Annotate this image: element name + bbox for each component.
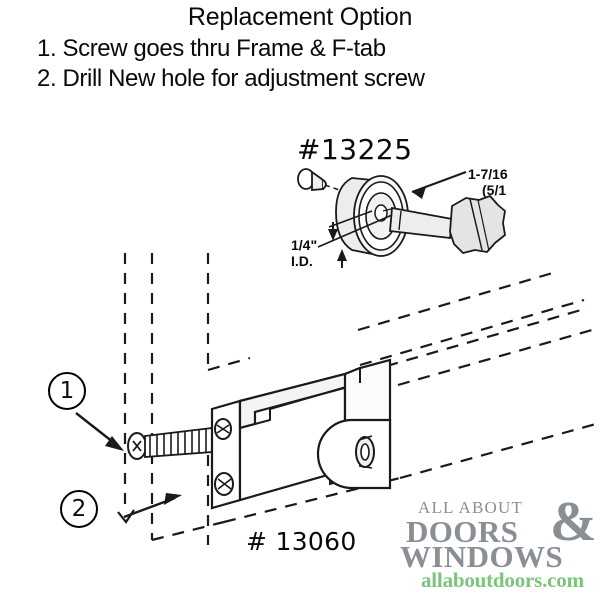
id-arrow-down — [328, 222, 338, 241]
company-logo: ALL ABOUT DOORS WINDOWS & allaboutdoors.… — [396, 494, 600, 592]
part-13225-drawing — [297, 168, 506, 268]
adjustment-screw-shaft — [389, 206, 453, 239]
outer-diameter-dimension: 1-7/16 (5/1 — [468, 166, 508, 198]
frame-construction-lines — [123, 253, 210, 545]
rivet-pin-icon — [297, 168, 327, 191]
inner-diameter-line1: 1/4" — [291, 237, 318, 253]
page-title: Replacement Option — [187, 3, 413, 31]
part-number-13225-label: #13225 — [297, 133, 413, 166]
outer-diameter-leader — [411, 171, 467, 199]
outer-diameter-line2: (5/1 — [482, 182, 507, 198]
callout-circle-1: 1 — [48, 372, 86, 410]
part-number-13060-label: # 13060 — [246, 527, 357, 556]
thumb-knob-icon — [449, 195, 506, 254]
logo-line-all-about: ALL ABOUT — [418, 498, 524, 517]
outer-diameter-line1: 1-7/16 — [468, 166, 508, 182]
logo-website-url: allaboutdoors.com — [421, 568, 584, 592]
inner-diameter-dimension: 1/4" I.D. — [291, 237, 317, 269]
instruction-line-1: 1. Screw goes thru Frame & F-tab — [37, 35, 386, 62]
logo-ampersand: & — [550, 491, 597, 553]
mounting-screw-drawing — [127, 426, 213, 460]
callout-circle-2: 2 — [60, 490, 98, 528]
upper-screw-hole — [214, 418, 232, 440]
lower-screw-hole — [214, 472, 234, 496]
id-arrow-up — [337, 249, 347, 268]
logo-line-windows: WINDOWS — [400, 539, 563, 574]
instruction-line-2: 2. Drill New hole for adjustment screw — [37, 65, 425, 92]
track-construction-lines — [357, 270, 597, 480]
inner-diameter-leader — [317, 210, 393, 268]
callout-2-leader — [117, 493, 182, 524]
roller-wheel-13060 — [316, 418, 392, 490]
logo-wordmark: ALL ABOUT DOORS WINDOWS & — [396, 494, 600, 574]
logo-line-doors: DOORS — [406, 514, 519, 549]
roller-housing-13060 — [210, 358, 392, 510]
roller-wheel-13225 — [335, 175, 409, 257]
callout-1-leader — [75, 412, 124, 451]
inner-diameter-line2: I.D. — [291, 253, 313, 269]
